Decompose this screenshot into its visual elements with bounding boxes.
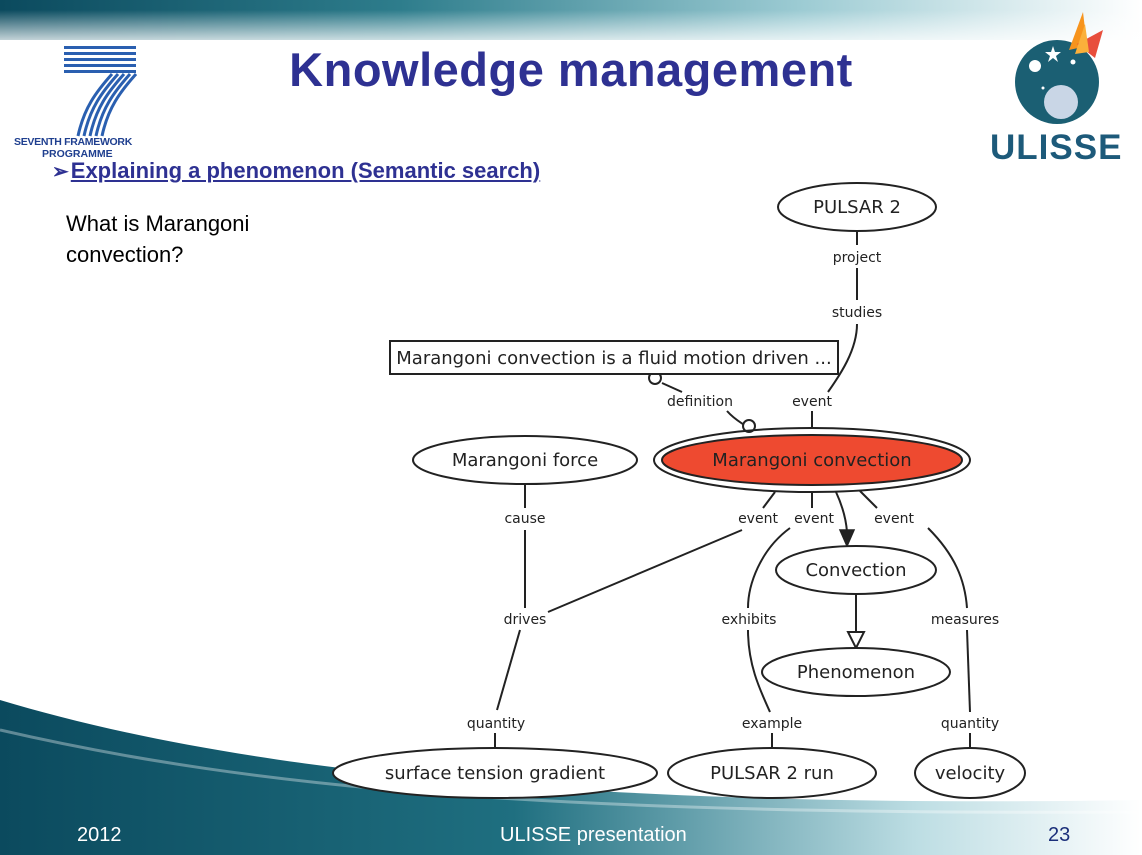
node-definition-box-label: Marangoni convection is a fluid motion d… [396,348,831,369]
footer-year: 2012 [77,824,122,846]
arrowhead-filled-icon [838,529,856,548]
node-marangoni-convection-label: Marangoni convection [712,450,911,471]
edge-label-quantity-left: quantity [467,716,525,732]
node-definition-box[interactable]: Marangoni convection is a fluid motion d… [389,340,839,375]
bullet-arrow-icon: ➢ [52,161,69,183]
edge-label-project: project [833,250,882,266]
edge-convection-event3 [859,490,878,509]
fp7-label-line1: SEVENTH FRAMEWORK [14,136,132,148]
ulisse-logo-emblem [1015,12,1103,124]
edge-label-studies: studies [832,305,882,321]
node-marangoni-force-label: Marangoni force [452,450,598,471]
node-pulsar2[interactable]: PULSAR 2 [777,182,937,232]
edge-label-exhibits: exhibits [722,612,777,628]
node-convection-label: Convection [805,560,906,581]
node-pulsar2-run[interactable]: PULSAR 2 run [667,747,877,799]
edge-convection-event1 [762,491,776,509]
edge-box-definition [661,382,683,393]
definition-connector-circle-icon [742,419,756,433]
edge-isa-convection [835,491,848,533]
edge-label-quantity-right: quantity [941,716,999,732]
ulisse-logo-text: ULISSE [990,128,1123,167]
edge-label-cause: cause [504,511,545,527]
page-title: Knowledge management [289,43,853,96]
page-number: 23 [1048,824,1071,846]
question-text: What is Marangoni convection? [66,211,250,267]
footer-presentation-name: ULISSE presentation [500,824,687,846]
edge-label-event-2: event [794,511,834,527]
section-heading: ➢Explaining a phenomenon (Semantic searc… [52,158,540,184]
node-convection[interactable]: Convection [775,545,937,595]
node-surface-tension-gradient-label: surface tension gradient [385,763,605,784]
edge-label-measures: measures [931,612,999,628]
node-pulsar2-run-label: PULSAR 2 run [710,763,834,784]
edge-label-event-top: event [792,394,832,410]
node-phenomenon-label: Phenomenon [797,662,915,683]
node-phenomenon[interactable]: Phenomenon [761,647,951,697]
node-marangoni-force[interactable]: Marangoni force [412,435,638,485]
node-velocity[interactable]: velocity [914,747,1026,799]
edge-studies-event [827,323,858,393]
node-velocity-label: velocity [935,763,1006,784]
node-surface-tension-gradient[interactable]: surface tension gradient [332,747,658,799]
edge-event1-drives [547,529,743,613]
fp7-label-line2: PROGRAMME [42,148,113,160]
edge-label-drives: drives [504,612,547,628]
edge-event3-measures [927,527,968,609]
edge-event2-exhibits [747,527,791,609]
edge-label-event-1: event [738,511,778,527]
edge-drives-quantity [496,629,521,711]
node-marangoni-convection[interactable]: Marangoni convection [653,427,971,493]
edge-label-event-3: event [874,511,914,527]
edge-exhibits-example [747,629,771,713]
arrowhead-hollow-icon [846,631,866,651]
edge-label-example: example [742,716,802,732]
edge-label-definition: definition [667,394,733,410]
edge-measures-quantity [966,629,971,713]
node-pulsar2-label: PULSAR 2 [813,197,901,218]
section-heading-text: Explaining a phenomenon (Semantic search… [70,158,541,183]
seventh-framework-logo [64,46,138,137]
